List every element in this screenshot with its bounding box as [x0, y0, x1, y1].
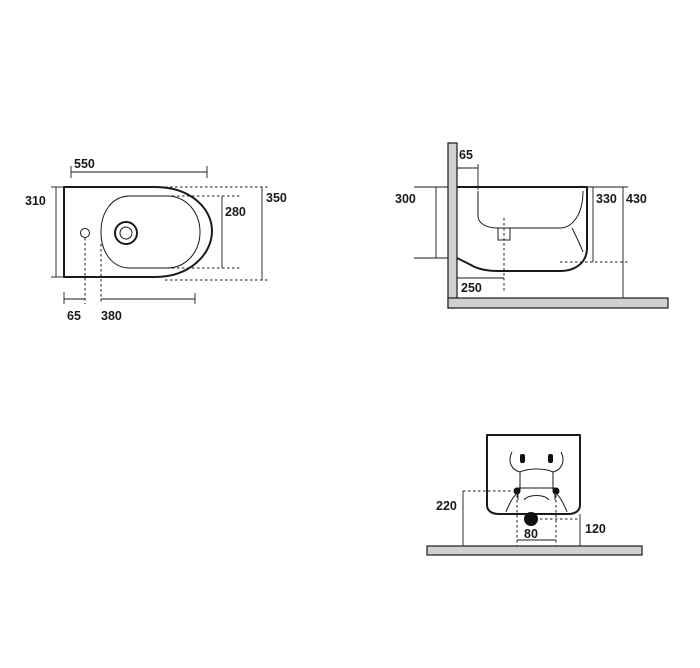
back-view-recess	[505, 451, 568, 513]
side-view-bowl	[477, 190, 584, 229]
top-view-body-outline	[63, 186, 213, 278]
dim-label-back-fixing-height: 220	[436, 499, 457, 513]
top-view: 550 310 280 350 65 380	[25, 157, 287, 323]
dim-label-height-body: 330	[596, 192, 617, 206]
dim-label-waste-height: 120	[585, 522, 606, 536]
dim-label-bowl-width: 280	[225, 205, 246, 219]
dim-label-fixing-offset: 65	[459, 148, 473, 162]
back-view-fixing-slot-left	[520, 454, 525, 463]
top-view-waste-inner	[119, 226, 133, 240]
dim-label-tap-offset: 65	[67, 309, 81, 323]
dim-label-width-total: 350	[266, 191, 287, 205]
back-view-fixing-slot-right	[548, 454, 553, 463]
side-view-wall	[447, 142, 458, 309]
dim-label-waste-offset: 380	[101, 309, 122, 323]
back-view-waste-notch	[517, 487, 556, 501]
dim-label-height-rim: 430	[626, 192, 647, 206]
side-view: 65 300 250 330 430	[395, 142, 669, 309]
back-view-fixing-hole-left	[513, 487, 521, 495]
side-view-floor	[447, 297, 669, 309]
dim-label-fixing-height: 300	[395, 192, 416, 206]
top-view-tap-hole	[80, 228, 90, 238]
back-view-fixing-hole-right	[552, 487, 560, 495]
back-view: 220 80 120	[426, 434, 643, 556]
side-view-bowl-lip	[571, 227, 584, 253]
dim-label-length: 550	[74, 157, 95, 171]
dim-label-waste-spacing: 80	[524, 527, 538, 541]
dim-label-depth: 250	[461, 281, 482, 295]
back-view-floor	[426, 545, 643, 556]
top-view-waste-outer	[114, 221, 138, 245]
dim-label-width-body: 310	[25, 194, 46, 208]
back-view-body-outline	[486, 434, 581, 515]
side-view-body-outline	[456, 186, 588, 272]
back-view-waste-hole	[524, 512, 538, 526]
